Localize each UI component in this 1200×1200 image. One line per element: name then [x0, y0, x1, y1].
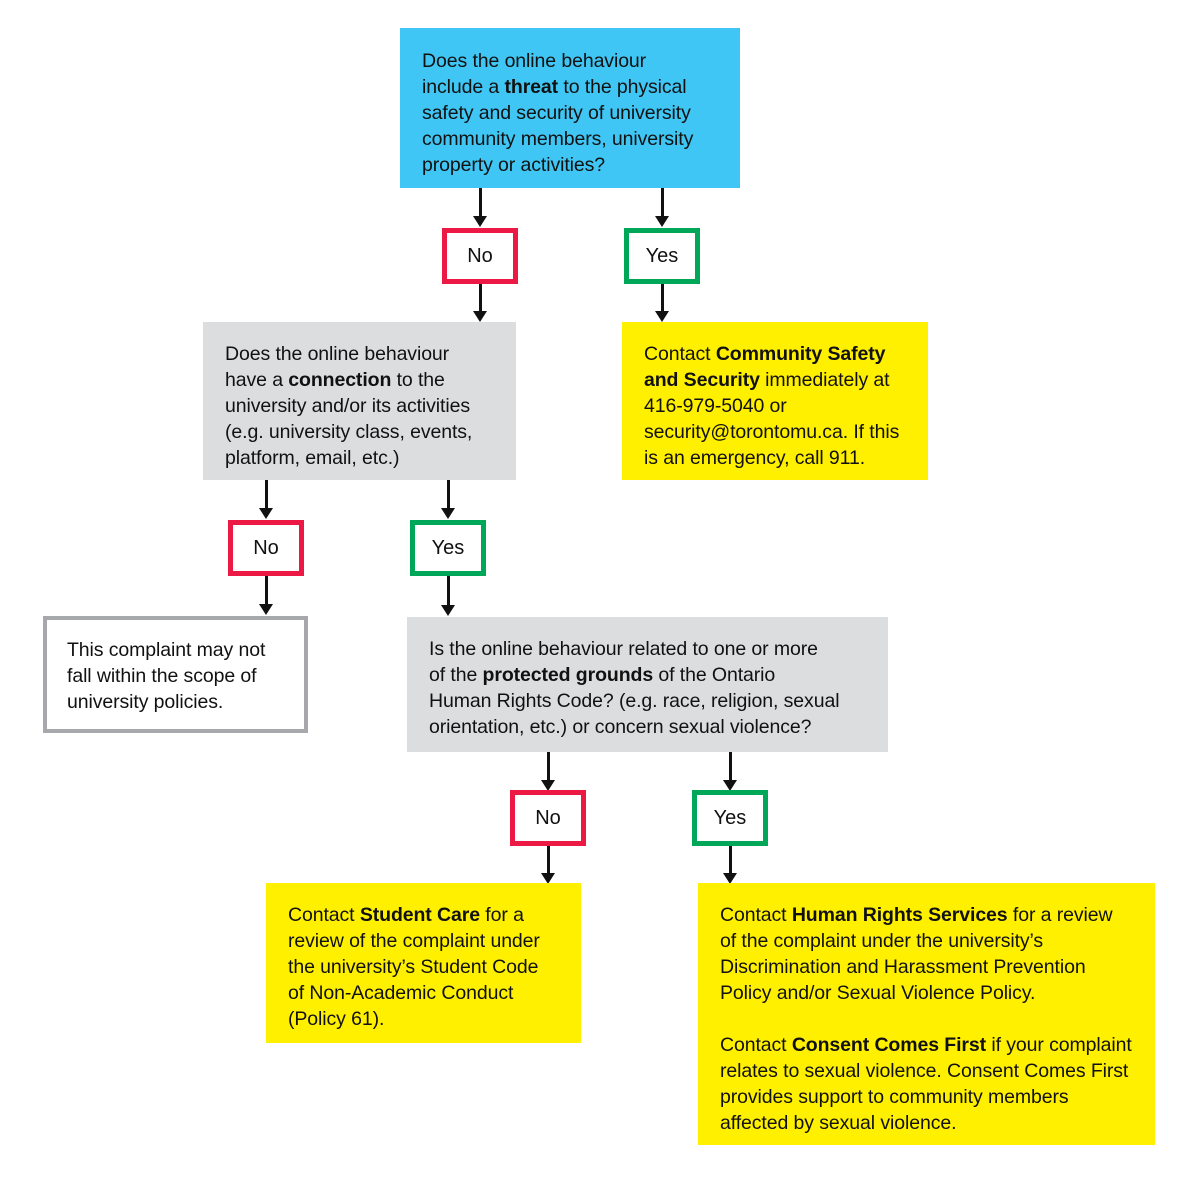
- connector-q1-to-no: [479, 188, 482, 217]
- q3-emphasis-protected-grounds: protected grounds: [482, 664, 654, 686]
- q3-line-4: orientation, etc.) or concern sexual vio…: [429, 716, 812, 738]
- connector-yes-q1-to-security: [661, 284, 664, 312]
- q2-emphasis-connection: connection: [288, 369, 392, 391]
- decision-chip-yes-q1[interactable]: Yes: [624, 228, 700, 284]
- decision-chip-no-q2[interactable]: No: [228, 520, 304, 576]
- q3-line-2c: of the Ontario: [653, 664, 776, 686]
- decision-chip-no-q3-label: No: [535, 807, 561, 829]
- q2-line-5: platform, email, etc.): [225, 447, 400, 469]
- a1-strong-community-safety-and-security: Community Safety and Security: [644, 343, 886, 391]
- a1-rest: immediately at 416-979-5040 or security@…: [644, 369, 900, 469]
- question-node-threat: Does the online behaviour include a thre…: [400, 28, 740, 188]
- a2-text: This complaint may not fall within the s…: [67, 639, 266, 713]
- arrowhead-q3-to-yes: [723, 780, 737, 791]
- q3-line-1: Is the online behaviour related to one o…: [429, 638, 818, 660]
- decision-chip-yes-q2-label: Yes: [431, 537, 465, 559]
- a4-p2-lead: Contact: [720, 1034, 792, 1056]
- a4-p1-lead: Contact: [720, 904, 792, 926]
- arrowhead-q1-to-no: [473, 216, 487, 227]
- connector-q3-to-no: [547, 752, 550, 781]
- a4-p2-rest: if your complaint relates to sexual viol…: [720, 1034, 1132, 1134]
- connector-no-q2-to-out-of-scope: [265, 576, 268, 605]
- q1-line-1: Does the online behaviour: [422, 50, 647, 72]
- arrowhead-yes-q3-to-human-rights: [723, 873, 737, 884]
- decision-chip-yes-q1-label: Yes: [645, 245, 679, 267]
- arrowhead-no-q1-to-q2: [473, 311, 487, 322]
- action-node-student-care: Contact Student Care for a review of the…: [266, 883, 581, 1043]
- decision-chip-yes-q2[interactable]: Yes: [410, 520, 486, 576]
- q3-line-3: Human Rights Code? (e.g. race, religion,…: [429, 690, 840, 712]
- a4-p1-rest: for a review of the complaint under the …: [720, 904, 1113, 1004]
- a1-lead: Contact: [644, 343, 716, 365]
- outcome-node-out-of-scope: This complaint may not fall within the s…: [43, 616, 308, 733]
- arrowhead-yes-q1-to-security: [655, 311, 669, 322]
- action-node-human-rights-services: Contact Human Rights Services for a revi…: [698, 883, 1155, 1145]
- action-node-community-safety: Contact Community Safety and Security im…: [622, 322, 928, 480]
- decision-chip-no-q1[interactable]: No: [442, 228, 518, 284]
- arrowhead-q3-to-no: [541, 780, 555, 791]
- a4-strong-consent-comes-first: Consent Comes First: [791, 1034, 987, 1056]
- arrowhead-q2-to-no: [259, 508, 273, 519]
- q1-line-3: safety and security of university: [422, 102, 691, 124]
- a3-lead: Contact: [288, 904, 360, 926]
- q3-line-2a: of the: [429, 664, 483, 686]
- arrowhead-q2-to-yes: [441, 508, 455, 519]
- connector-yes-q2-to-q3: [447, 576, 450, 605]
- decision-chip-yes-q3-label: Yes: [713, 807, 747, 829]
- question-node-connection: Does the online behaviour have a connect…: [203, 322, 516, 480]
- connector-q3-to-yes: [729, 752, 732, 781]
- q1-line-2a: include a: [422, 76, 505, 98]
- a3-strong-student-care: Student Care: [359, 904, 480, 926]
- q1-line-2c: to the physical: [558, 76, 687, 98]
- q2-line-1: Does the online behaviour: [225, 343, 450, 365]
- decision-chip-no-q1-label: No: [467, 245, 493, 267]
- decision-chip-no-q2-label: No: [253, 537, 279, 559]
- q2-line-2c: to the: [391, 369, 445, 391]
- connector-q1-to-yes: [661, 188, 664, 217]
- q1-line-5: property or activities?: [422, 154, 606, 176]
- decision-chip-no-q3[interactable]: No: [510, 790, 586, 846]
- decision-chip-yes-q3[interactable]: Yes: [692, 790, 768, 846]
- connector-yes-q3-to-human-rights: [729, 846, 732, 874]
- arrowhead-yes-q2-to-q3: [441, 605, 455, 616]
- a4-paragraph-consent-comes-first: Contact Consent Comes First if your comp…: [720, 1032, 1133, 1136]
- connector-no-q1-to-q2: [479, 284, 482, 312]
- question-node-protected-grounds: Is the online behaviour related to one o…: [407, 617, 888, 752]
- arrowhead-q1-to-yes: [655, 216, 669, 227]
- q1-line-4: community members, university: [422, 128, 694, 150]
- arrowhead-no-q3-to-student-care: [541, 873, 555, 884]
- q2-line-2a: have a: [225, 369, 289, 391]
- connector-q2-to-no: [265, 480, 268, 509]
- a3-rest: for a review of the complaint under the …: [288, 904, 540, 1030]
- q1-emphasis-threat: threat: [504, 76, 559, 98]
- a4-paragraph-human-rights: Contact Human Rights Services for a revi…: [720, 902, 1133, 1006]
- connector-q2-to-yes: [447, 480, 450, 509]
- arrowhead-no-q2-to-out-of-scope: [259, 604, 273, 615]
- q2-line-4: (e.g. university class, events,: [225, 421, 473, 443]
- q2-line-3: university and/or its activities: [225, 395, 470, 417]
- connector-no-q3-to-student-care: [547, 846, 550, 874]
- a4-strong-human-rights-services: Human Rights Services: [791, 904, 1008, 926]
